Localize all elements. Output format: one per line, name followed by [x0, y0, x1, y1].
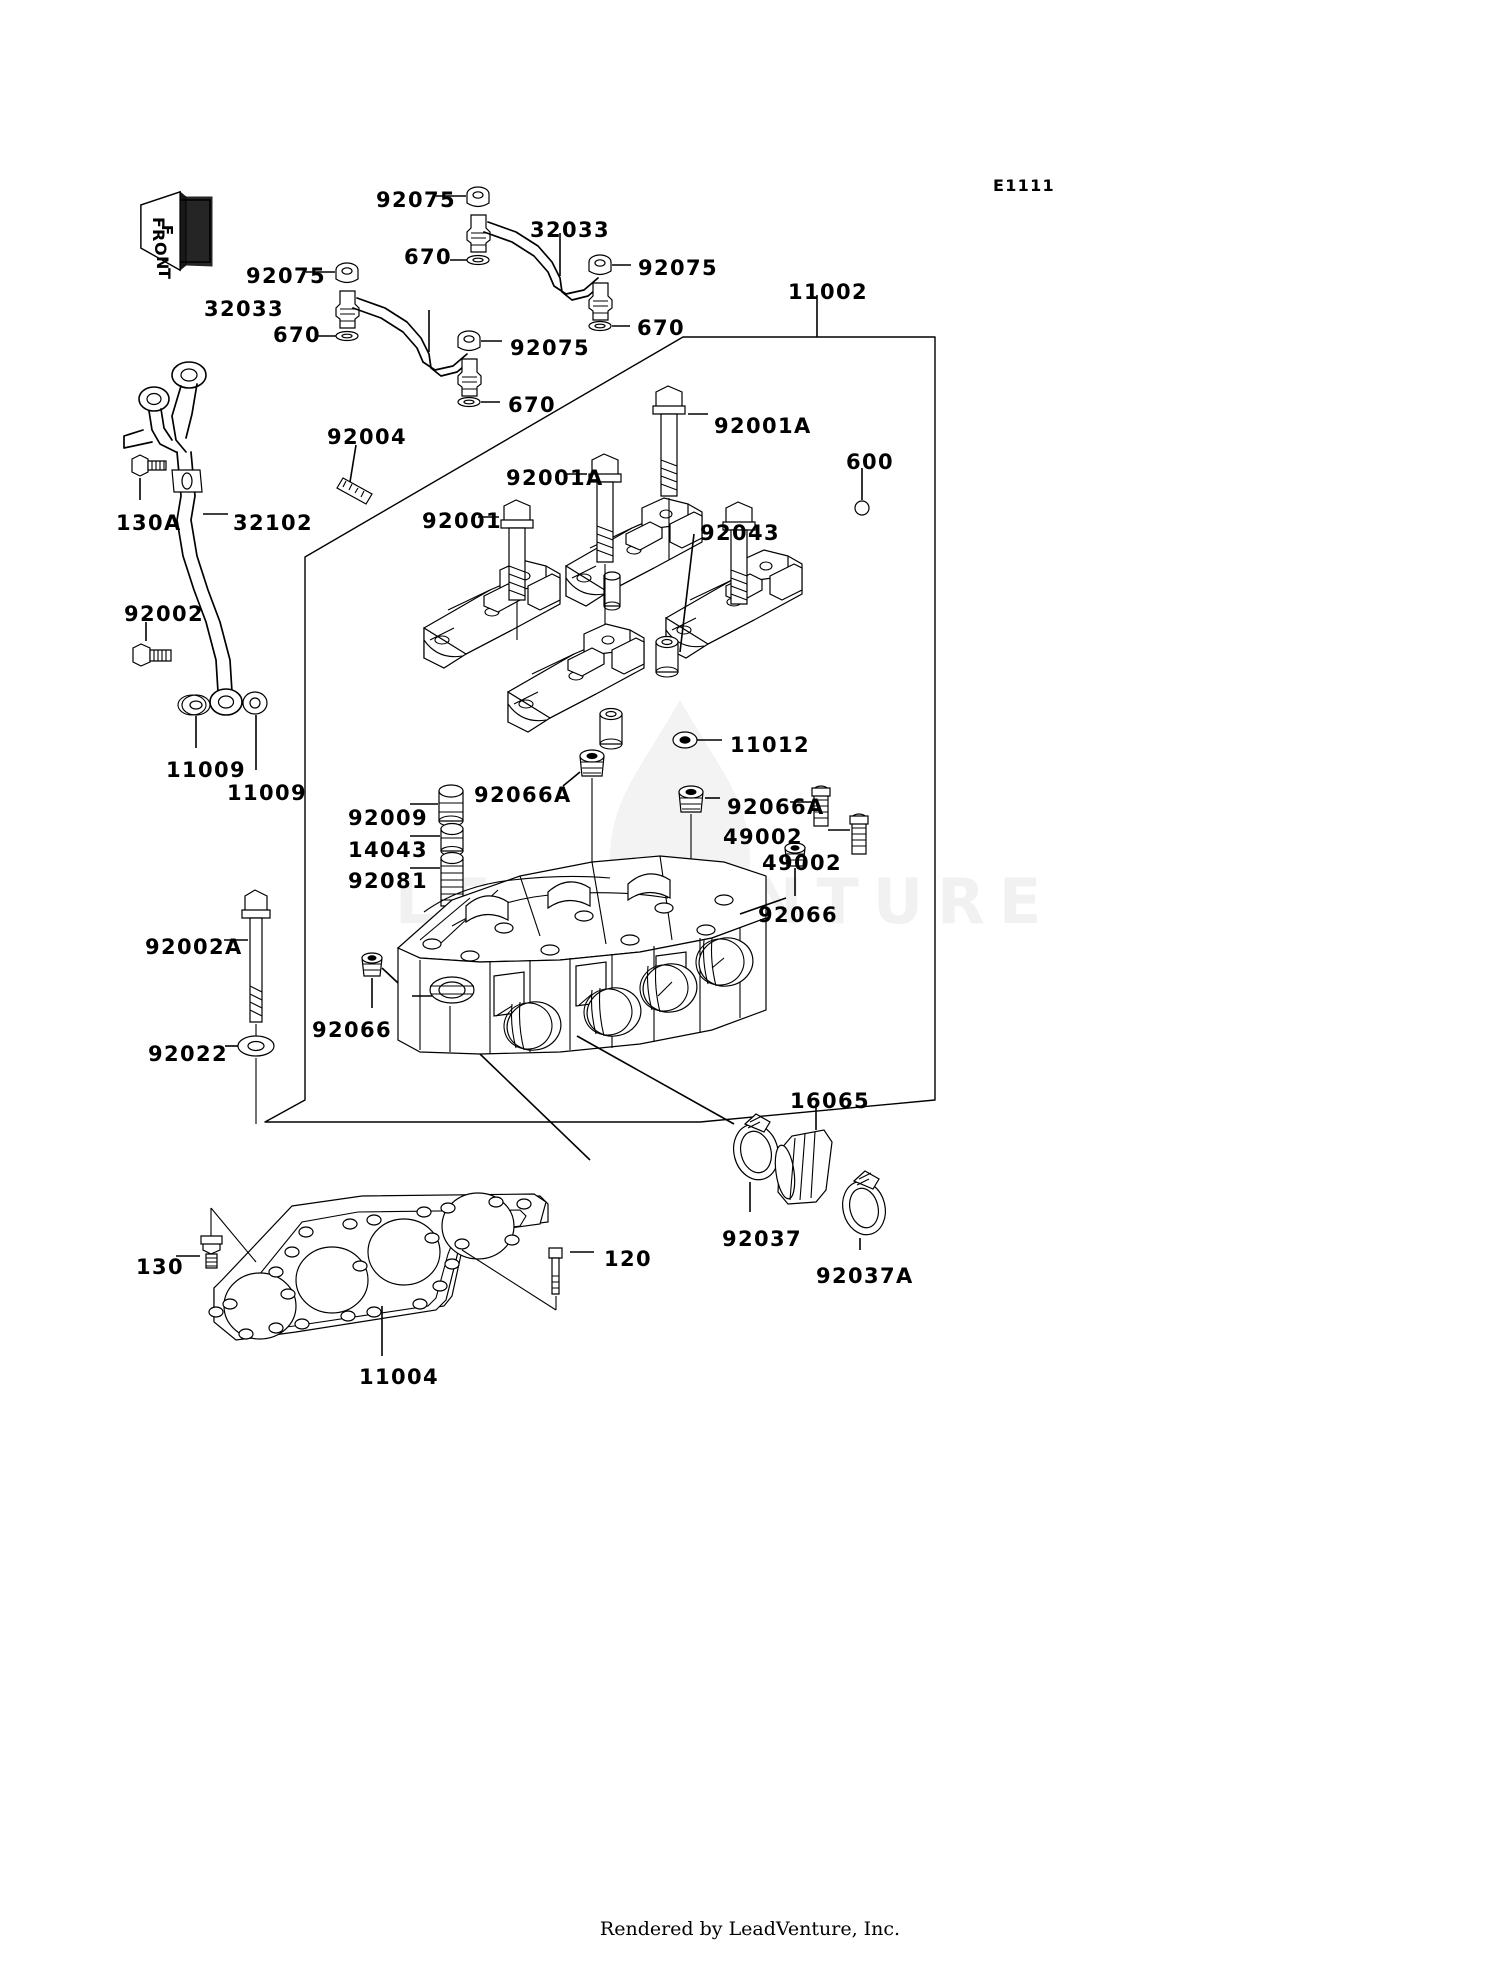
svg-text:T: T: [155, 268, 174, 279]
holder-16065: [774, 1104, 833, 1205]
part-label-32033-a[interactable]: 32033: [530, 218, 611, 242]
part-label-92081[interactable]: 92081: [348, 869, 429, 893]
bolt-92001: [478, 499, 534, 640]
part-label-92001[interactable]: 92001: [422, 509, 503, 533]
part-label-670-c[interactable]: 670: [637, 316, 686, 340]
part-label-49002-a[interactable]: 49002: [723, 825, 804, 849]
bolt-92001A-top: [652, 385, 708, 560]
part-label-92001A-a[interactable]: 92001A: [714, 414, 812, 438]
part-label-92075-c[interactable]: 92075: [246, 264, 327, 288]
stud-92004: [336, 444, 373, 505]
plug-92066-left: [361, 952, 413, 1008]
ball-600: [854, 468, 870, 516]
oil-pipe-lower: [306, 262, 502, 408]
part-label-92075-d[interactable]: 92075: [510, 336, 591, 360]
valve-guide-49002-b: [828, 813, 869, 855]
part-label-92009[interactable]: 92009: [348, 806, 429, 830]
part-label-92002A[interactable]: 92002A: [145, 935, 243, 959]
cap-11012: [672, 731, 722, 749]
intake-port-1: [503, 1001, 562, 1051]
part-label-92037A[interactable]: 92037A: [816, 1264, 914, 1288]
dowel-pin-92043-a: [655, 533, 695, 678]
svg-text:O: O: [151, 242, 170, 256]
screw-92009: [410, 784, 464, 827]
plug-92066-right: [784, 842, 806, 896]
part-label-32102[interactable]: 32102: [233, 511, 314, 535]
part-label-49002-b[interactable]: 49002: [762, 851, 843, 875]
intake-port-2: [583, 987, 642, 1037]
intake-port-3: [639, 963, 698, 1013]
part-label-92066A-b[interactable]: 92066A: [727, 795, 825, 819]
washer-92022: [225, 1035, 275, 1124]
bolt-130A: [131, 454, 167, 500]
part-label-11009-b[interactable]: 11009: [227, 781, 308, 805]
front-arrow-icon: F F R O N T: [140, 190, 213, 279]
part-label-670-d[interactable]: 670: [508, 393, 557, 417]
svg-text:F: F: [158, 225, 176, 235]
part-label-11009-a[interactable]: 11009: [166, 758, 247, 782]
bolt-92001A-mid: [566, 453, 622, 624]
bolt-130: [176, 1207, 257, 1269]
intake-port-4: [695, 937, 754, 987]
svg-text:R: R: [149, 229, 168, 241]
part-label-92043[interactable]: 92043: [700, 521, 781, 545]
filter-14043: [410, 822, 464, 857]
part-label-92075-a[interactable]: 92075: [376, 188, 457, 212]
part-label-600[interactable]: 600: [846, 450, 895, 474]
part-label-32033-b[interactable]: 32033: [204, 297, 285, 321]
camshaft-cap-2: [507, 623, 645, 733]
cylinder-head-casting: [396, 855, 787, 1055]
camshaft-cap-3: [565, 497, 703, 611]
svg-text:F: F: [149, 217, 168, 228]
bolt-120: [461, 1247, 594, 1311]
camshaft-cap-1: [423, 559, 561, 669]
part-label-670-b[interactable]: 670: [273, 323, 322, 347]
breather-pipe-32102: [123, 361, 243, 716]
part-label-92066-r[interactable]: 92066: [758, 903, 839, 927]
part-label-120[interactable]: 120: [604, 1247, 653, 1271]
head-gasket-11004: [208, 1192, 549, 1356]
part-label-92004[interactable]: 92004: [327, 425, 408, 449]
part-label-11002[interactable]: 11002: [788, 280, 869, 304]
part-label-92022[interactable]: 92022: [148, 1042, 229, 1066]
part-label-11004[interactable]: 11004: [359, 1365, 440, 1389]
part-label-11012[interactable]: 11012: [730, 733, 811, 757]
part-label-130A[interactable]: 130A: [116, 511, 182, 535]
part-label-16065[interactable]: 16065: [790, 1089, 871, 1113]
clamp-92037: [733, 1113, 779, 1212]
part-label-92002[interactable]: 92002: [124, 602, 205, 626]
banjo-bolt-92002: [132, 622, 172, 667]
bolt-92002A: [224, 889, 271, 1036]
part-label-92066A-a[interactable]: 92066A: [474, 783, 572, 807]
dowel-pin-92043-b: [599, 707, 623, 750]
washer-11009-a: [177, 694, 211, 748]
part-label-92075-b[interactable]: 92075: [638, 256, 719, 280]
part-label-92066-l[interactable]: 92066: [312, 1018, 393, 1042]
part-label-92037[interactable]: 92037: [722, 1227, 803, 1251]
part-label-130[interactable]: 130: [136, 1255, 185, 1279]
oil-pipe-upper: [436, 186, 631, 332]
figure-ref-code: E1111: [993, 176, 1055, 195]
part-label-14043[interactable]: 14043: [348, 838, 429, 862]
part-label-92001A-b[interactable]: 92001A: [506, 466, 604, 490]
valve-guide-49002-a: [790, 785, 831, 827]
footer-attribution: Rendered by LeadVenture, Inc.: [599, 1918, 901, 1940]
bolt-92001A-right: [722, 501, 756, 605]
svg-text:N: N: [153, 256, 172, 269]
cylinder-head-group-outline: [264, 295, 936, 1123]
washer-11009-b: [242, 691, 268, 770]
part-label-670-a[interactable]: 670: [404, 245, 453, 269]
clamp-92037A: [842, 1170, 886, 1250]
plug-92066A-right: [678, 785, 720, 940]
